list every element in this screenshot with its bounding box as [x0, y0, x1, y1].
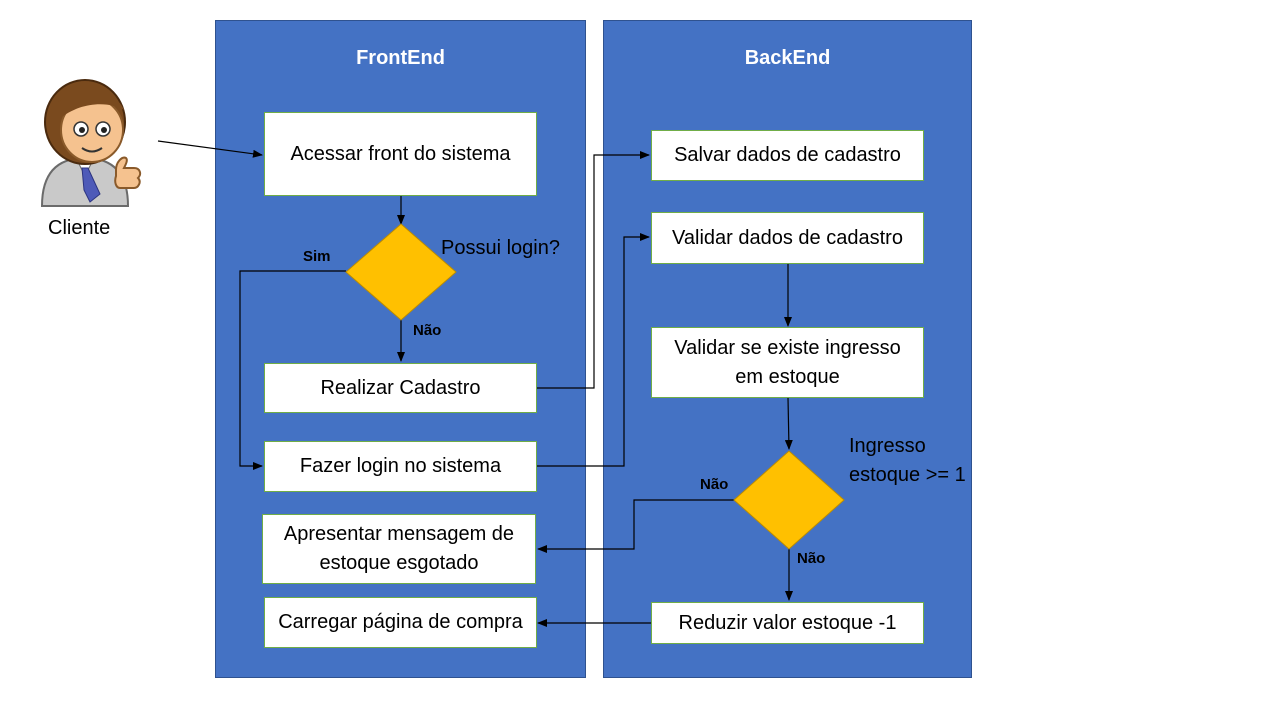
frontend-lane-title: FrontEnd: [356, 47, 445, 69]
box-sold-out-message: Apresentar mensagem de estoque esgotado: [262, 514, 536, 584]
arrow-client-to-access: [157, 140, 263, 158]
user-thumbs-up-icon: [40, 79, 142, 207]
label-nao-down: Não: [797, 550, 826, 567]
arrow-decision-nao-to-soldout: [537, 499, 734, 553]
arrow-register-to-save: [537, 151, 650, 389]
client-label: Cliente: [48, 217, 111, 239]
decision-login-label: Possui login?: [441, 237, 560, 259]
label-nao-left: Não: [700, 476, 729, 493]
arrow-decision-sim-to-login: [239, 270, 346, 470]
arrow-check-to-decision: [784, 397, 793, 450]
box-save-data: Salvar dados de cadastro: [651, 130, 924, 181]
decision-stock-label: Ingresso estoque >= 1: [849, 435, 966, 486]
arrow-login-to-validate: [537, 233, 650, 467]
box-reduce-stock: Reduzir valor estoque -1: [651, 602, 924, 644]
box-access-front: Acessar front do sistema: [264, 112, 537, 196]
label-sim: Sim: [303, 248, 331, 265]
backend-lane-title: BackEnd: [744, 47, 831, 69]
box-validate-data: Validar dados de cadastro: [651, 212, 924, 264]
box-load-purchase-page: Carregar página de compra: [264, 597, 537, 648]
box-register: Realizar Cadastro: [264, 363, 537, 413]
box-login: Fazer login no sistema: [264, 441, 537, 492]
label-nao-login: Não: [413, 322, 442, 339]
box-check-stock: Validar se existe ingresso em estoque: [651, 327, 924, 398]
decision-diamond-stock: [733, 450, 845, 550]
decision-diamond-login: [345, 223, 457, 321]
client-actor: Cliente: [30, 72, 148, 247]
